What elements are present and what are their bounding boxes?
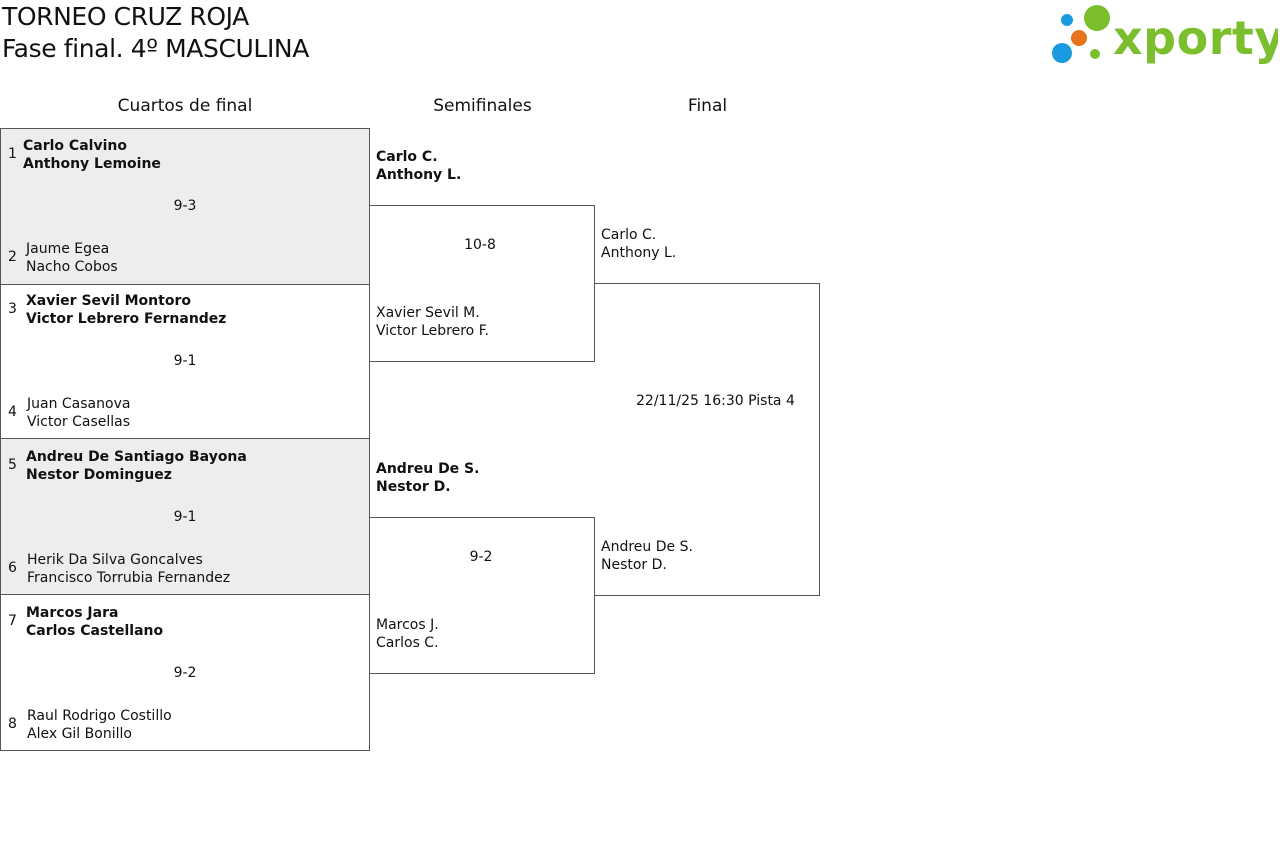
player-name: Jaume Egea bbox=[26, 241, 110, 257]
player-name: Andreu De S. bbox=[601, 539, 693, 555]
quarterfinal-match-4[interactable]: 7 Marcos Jara Carlos Castellano 9-2 8 Ra… bbox=[0, 595, 370, 751]
semifinal-2-bottom-team: Marcos J. Carlos C. bbox=[376, 616, 439, 652]
seed-number: 6 bbox=[8, 560, 17, 576]
winner-team: Carlo Calvino Anthony Lemoine bbox=[23, 137, 161, 173]
player-name: Nacho Cobos bbox=[26, 259, 118, 275]
player-name: Nestor D. bbox=[376, 479, 451, 495]
player-name: Anthony L. bbox=[601, 245, 677, 261]
match-score: 9-1 bbox=[173, 509, 197, 525]
player-name: Carlos C. bbox=[376, 635, 439, 651]
quarterfinal-match-3[interactable]: 5 Andreu De Santiago Bayona Nestor Domin… bbox=[0, 439, 370, 595]
player-name: Victor Casellas bbox=[27, 414, 131, 430]
final-top-team: Carlo C. Anthony L. bbox=[601, 226, 676, 262]
player-name: Marcos J. bbox=[376, 617, 439, 633]
player-name: Herik Da Silva Goncalves bbox=[27, 552, 203, 568]
player-name: Andreu De Santiago Bayona bbox=[26, 449, 247, 465]
round-header-semifinals: Semifinales bbox=[433, 96, 532, 116]
player-name: Anthony Lemoine bbox=[23, 156, 161, 172]
semifinal-1-bottom-team: Xavier Sevil M. Victor Lebrero F. bbox=[376, 304, 489, 340]
semifinal-match-1[interactable]: 10-8 Xavier Sevil M. Victor Lebrero F. bbox=[369, 205, 595, 362]
seed-number: 4 bbox=[8, 404, 17, 420]
match-score: 9-1 bbox=[173, 353, 197, 369]
logo-dot bbox=[1084, 5, 1110, 31]
match-score: 9-3 bbox=[173, 198, 197, 214]
loser-team: Jaume Egea Nacho Cobos bbox=[26, 240, 118, 276]
player-name: Juan Casanova bbox=[27, 396, 131, 412]
logo-dot bbox=[1090, 49, 1100, 59]
quarterfinal-match-2[interactable]: 3 Xavier Sevil Montoro Victor Lebrero Fe… bbox=[0, 283, 370, 439]
loser-team: Raul Rodrigo Costillo Alex Gil Bonillo bbox=[27, 707, 172, 743]
player-name: Carlo C. bbox=[376, 149, 438, 165]
logo-dot bbox=[1052, 43, 1072, 63]
seed-number: 7 bbox=[8, 613, 17, 629]
loser-team: Herik Da Silva Goncalves Francisco Torru… bbox=[27, 551, 230, 587]
winner-team: Marcos Jara Carlos Castellano bbox=[26, 604, 163, 640]
match-score: 9-2 bbox=[469, 549, 493, 565]
logo-dot bbox=[1071, 30, 1087, 46]
seed-number: 2 bbox=[8, 249, 17, 265]
player-name: Carlos Castellano bbox=[26, 623, 164, 639]
semifinal-1-top-team: Carlo C. Anthony L. bbox=[376, 148, 461, 184]
player-name: Victor Lebrero F. bbox=[376, 323, 489, 339]
winner-team: Andreu De Santiago Bayona Nestor Domingu… bbox=[26, 448, 247, 484]
player-name: Xavier Sevil Montoro bbox=[26, 293, 191, 309]
player-name: Nestor Dominguez bbox=[26, 467, 172, 483]
loser-team: Juan Casanova Victor Casellas bbox=[27, 395, 130, 431]
player-name: Anthony L. bbox=[376, 167, 462, 183]
match-score: 10-8 bbox=[464, 237, 496, 253]
winner-team: Xavier Sevil Montoro Victor Lebrero Fern… bbox=[26, 292, 226, 328]
logo-text: xporty bbox=[1113, 11, 1278, 65]
seed-number: 8 bbox=[8, 716, 17, 732]
phase-subtitle: Fase final. 4º MASCULINA bbox=[2, 34, 309, 63]
round-header-final: Final bbox=[687, 96, 728, 116]
xporty-logo[interactable]: xporty bbox=[1050, 4, 1278, 66]
player-name: Andreu De S. bbox=[376, 461, 480, 477]
player-name: Raul Rodrigo Costillo bbox=[27, 708, 172, 724]
player-name: Francisco Torrubia Fernandez bbox=[27, 570, 231, 586]
logo-dot bbox=[1061, 14, 1073, 26]
player-name: Marcos Jara bbox=[26, 605, 119, 621]
final-schedule: 22/11/25 16:30 Pista 4 bbox=[636, 393, 795, 409]
player-name: Carlo C. bbox=[601, 227, 657, 243]
player-name: Victor Lebrero Fernandez bbox=[26, 311, 227, 327]
seed-number: 3 bbox=[8, 301, 17, 317]
player-name: Nestor D. bbox=[601, 557, 667, 573]
match-score: 9-2 bbox=[173, 665, 197, 681]
player-name: Xavier Sevil M. bbox=[376, 305, 480, 321]
tournament-title: TORNEO CRUZ ROJA bbox=[2, 2, 249, 31]
round-header-quarterfinals: Cuartos de final bbox=[117, 96, 253, 116]
player-name: Carlo Calvino bbox=[23, 138, 127, 154]
quarterfinal-match-1[interactable]: 1 Carlo Calvino Anthony Lemoine 9-3 2 Ja… bbox=[0, 128, 370, 285]
seed-number: 1 bbox=[8, 146, 17, 162]
semifinal-2-top-team: Andreu De S. Nestor D. bbox=[376, 460, 479, 496]
final-bottom-team: Andreu De S. Nestor D. bbox=[601, 538, 693, 574]
final-match[interactable]: 22/11/25 16:30 Pista 4 Andreu De S. Nest… bbox=[594, 283, 820, 596]
player-name: Alex Gil Bonillo bbox=[27, 726, 132, 742]
semifinal-match-2[interactable]: 9-2 Marcos J. Carlos C. bbox=[369, 517, 595, 674]
seed-number: 5 bbox=[8, 457, 17, 473]
